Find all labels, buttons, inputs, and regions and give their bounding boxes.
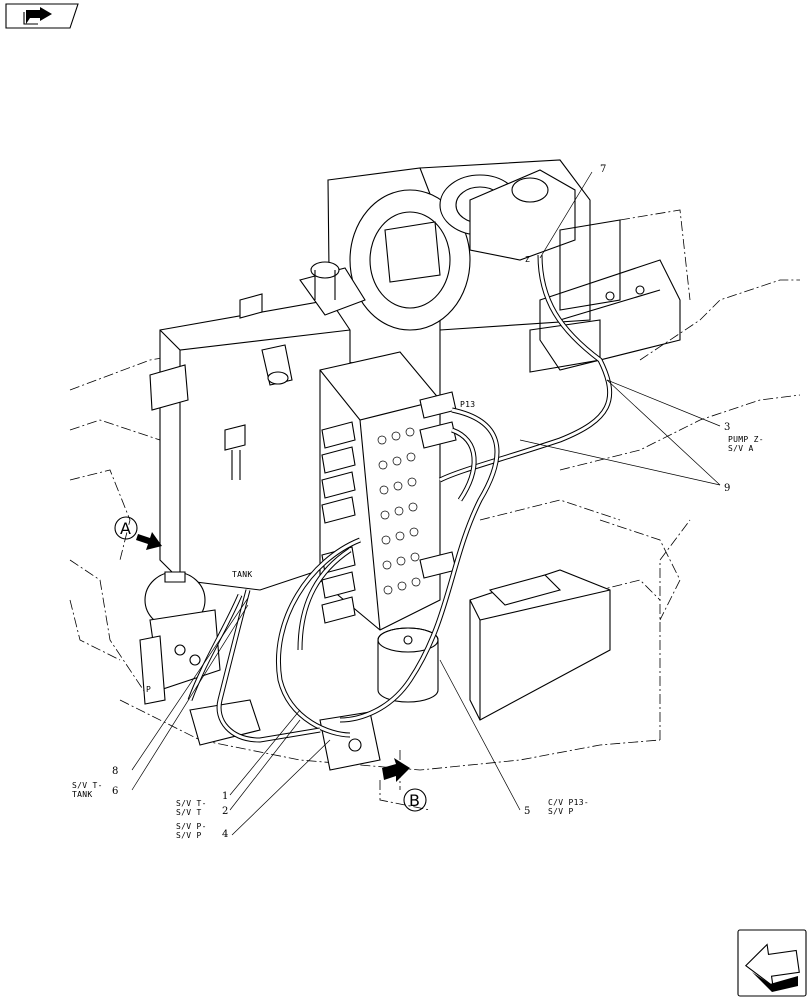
check-valve [377,627,439,703]
callout-9-number: 9 [724,483,730,494]
callout-3-line2: S/V A [728,444,754,453]
callout-5-line2: S/V P [548,807,574,816]
callout-1-line1: S/V T- [176,799,207,808]
view-a-letter: A [120,519,131,538]
callout-3-line1: PUMP Z- [728,435,764,444]
view-a-marker: A [114,516,162,550]
accumulator [139,571,221,705]
port-z-label: Z [525,255,530,264]
callout-5-number: 5 [524,806,530,817]
port-tank-label: TANK [232,570,252,579]
callout-8-line1: S/V T- [72,781,103,790]
callout-2-line2: S/V T [176,808,202,817]
port-p13-label: P13 [460,400,475,409]
pump-assembly [327,159,681,431]
port-labels: TANK P13 Z P [146,255,530,694]
callout-2-number: 2 [222,806,228,817]
callout-3-number: 3 [724,422,730,433]
callout-8-number: 8 [112,766,118,777]
battery-box [469,569,611,721]
callout-5-line1: C/V P13- [548,798,589,807]
view-b-marker: B [382,758,427,812]
callout-6-line2: TANK [72,790,92,799]
callout-1-number: 1 [222,791,228,802]
leader-lines [131,171,721,836]
callouts: 7 3 PUMP Z- S/V A 9 5 C/V P13- S/V P 8 S… [72,164,764,840]
callout-4-line2: S/V P [176,831,202,840]
port-p-label: P [146,685,151,694]
hoses [187,254,612,743]
view-b-letter: B [409,791,420,810]
callout-7-number: 7 [600,164,606,175]
callout-6-number: 6 [112,786,118,797]
navigation-arrow-icon[interactable] [737,929,807,997]
callout-4-number: 4 [222,829,228,840]
callout-4-line1: S/V P- [176,822,207,831]
book-arrow-icon[interactable] [5,3,79,29]
tank-block [149,261,366,591]
